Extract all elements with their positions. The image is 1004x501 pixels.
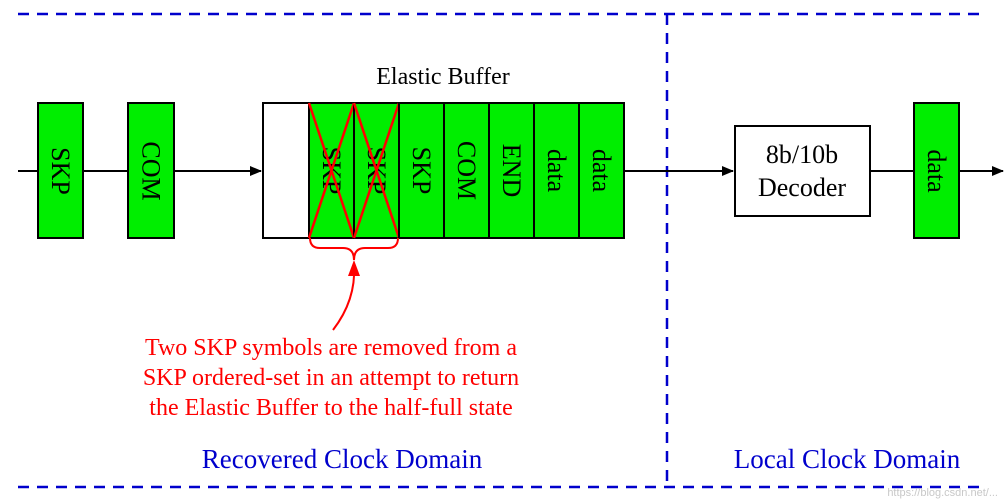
elastic-buffer: SKPSKPSKPCOMENDdatadata [262,102,625,239]
buffer-slot-label: COM [452,141,481,200]
input-symbol-com: COM [127,102,175,239]
buffer-slot-label: data [542,149,571,193]
input-symbol-skp: SKP [37,102,84,239]
decoder-label-line-2: Decoder [758,173,846,202]
annotation-line-2: SKP ordered-set in an attempt to return [143,365,519,391]
input-symbol-skp-label: SKP [46,147,75,195]
buffer-slot-label: END [497,144,526,197]
removed-cross-mark [352,102,401,239]
annotation-line-1: Two SKP symbols are removed from a [145,335,517,361]
buffer-slot [488,102,535,239]
elastic-buffer-title: Elastic Buffer [376,64,510,90]
buffer-slot-label: SKP [407,147,436,195]
local-clock-domain-label: Local Clock Domain [734,444,961,474]
buffer-slot [533,102,580,239]
elastic-buffer-empty-slot [262,102,310,239]
output-symbol-data-label: data [922,149,951,193]
buffer-slot-label: data [587,149,616,193]
output-symbol-data: data [913,102,960,239]
buffer-slot [443,102,490,239]
input-symbol-com-label: COM [137,141,166,200]
recovered-clock-domain-label: Recovered Clock Domain [202,444,483,474]
buffer-slot [398,102,445,239]
decoder-block: 8b/10b Decoder [734,125,871,217]
decoder-label-line-1: 8b/10b [766,140,838,169]
annotation-line-3: the Elastic Buffer to the half-full stat… [149,395,512,421]
removal-callout-arrowhead [348,260,360,276]
watermark: https://blog.csdn.net/... [887,487,998,499]
elastic-buffer-slots: SKPSKPSKPCOMENDdatadata [307,102,625,239]
removal-annotation [309,237,399,331]
removed-cross-mark [307,102,356,239]
removal-brace [309,237,399,261]
buffer-slot [578,102,625,239]
